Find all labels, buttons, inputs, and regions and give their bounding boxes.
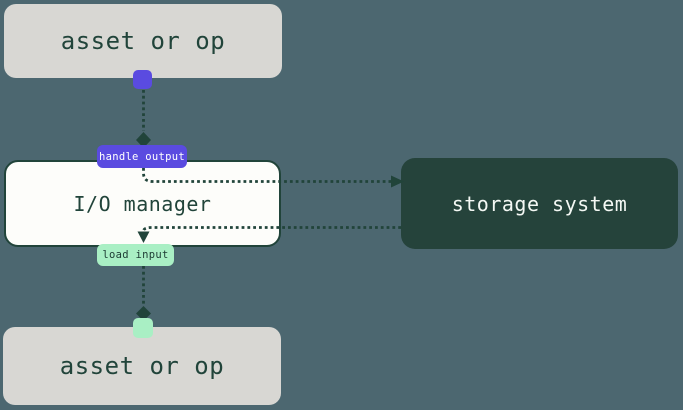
node-asset-or-op-bottom-label: asset or op	[59, 352, 225, 380]
node-storage-system: storage system	[401, 158, 678, 249]
output-port-square	[133, 70, 152, 89]
node-io-manager-label: I/O manager	[73, 191, 212, 216]
node-asset-or-op-bottom: asset or op	[3, 327, 281, 405]
input-port-square	[133, 318, 153, 338]
load-input-badge: load input	[97, 244, 174, 266]
handle-output-badge: handle output	[97, 145, 187, 168]
load-input-badge-label: load input	[102, 249, 169, 261]
handle-output-badge-label: handle output	[98, 150, 186, 163]
node-storage-system-label: storage system	[451, 191, 628, 216]
node-asset-or-op-top: asset or op	[4, 4, 282, 78]
node-asset-or-op-top-label: asset or op	[60, 27, 226, 55]
node-io-manager: I/O manager	[4, 160, 281, 247]
